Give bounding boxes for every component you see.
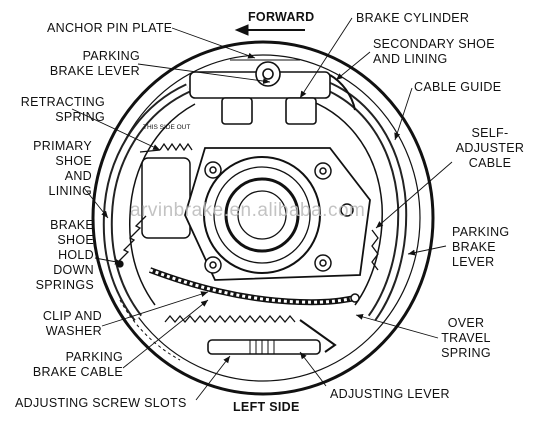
retracting-spring — [139, 142, 193, 153]
watermark: arvinbrake.en.alibaba.com — [130, 200, 366, 221]
forward-arrow — [234, 24, 305, 36]
brake-cylinder-label: BRAKE CYLINDER — [356, 11, 470, 25]
parking-brake-cable-drawing — [148, 267, 360, 306]
secondary-shoe — [294, 73, 408, 321]
primary-shoe — [102, 83, 196, 322]
adjusting-screw-slots-label: ADJUSTING SCREW SLOTS — [15, 396, 187, 410]
this-side-out-label: THIS SIDE OUT — [143, 124, 191, 131]
anchor-pin-plate-label: ANCHOR PIN PLATE — [47, 21, 173, 35]
self-adjuster-cable-label: SELF-ADJUSTER CABLE — [455, 126, 525, 170]
leader-lines — [71, 17, 453, 401]
left-side-label: LEFT SIDE — [233, 400, 300, 414]
wheel-hub — [184, 147, 371, 281]
forward-label: FORWARD — [248, 10, 315, 24]
adjusting-lever-label: ADJUSTING LEVER — [330, 387, 450, 401]
wheel-studs — [204, 161, 354, 274]
adjuster-assembly — [164, 314, 337, 355]
anchor-pin-and-cylinder — [189, 59, 331, 125]
cable-guide-label: CABLE GUIDE — [414, 80, 502, 94]
